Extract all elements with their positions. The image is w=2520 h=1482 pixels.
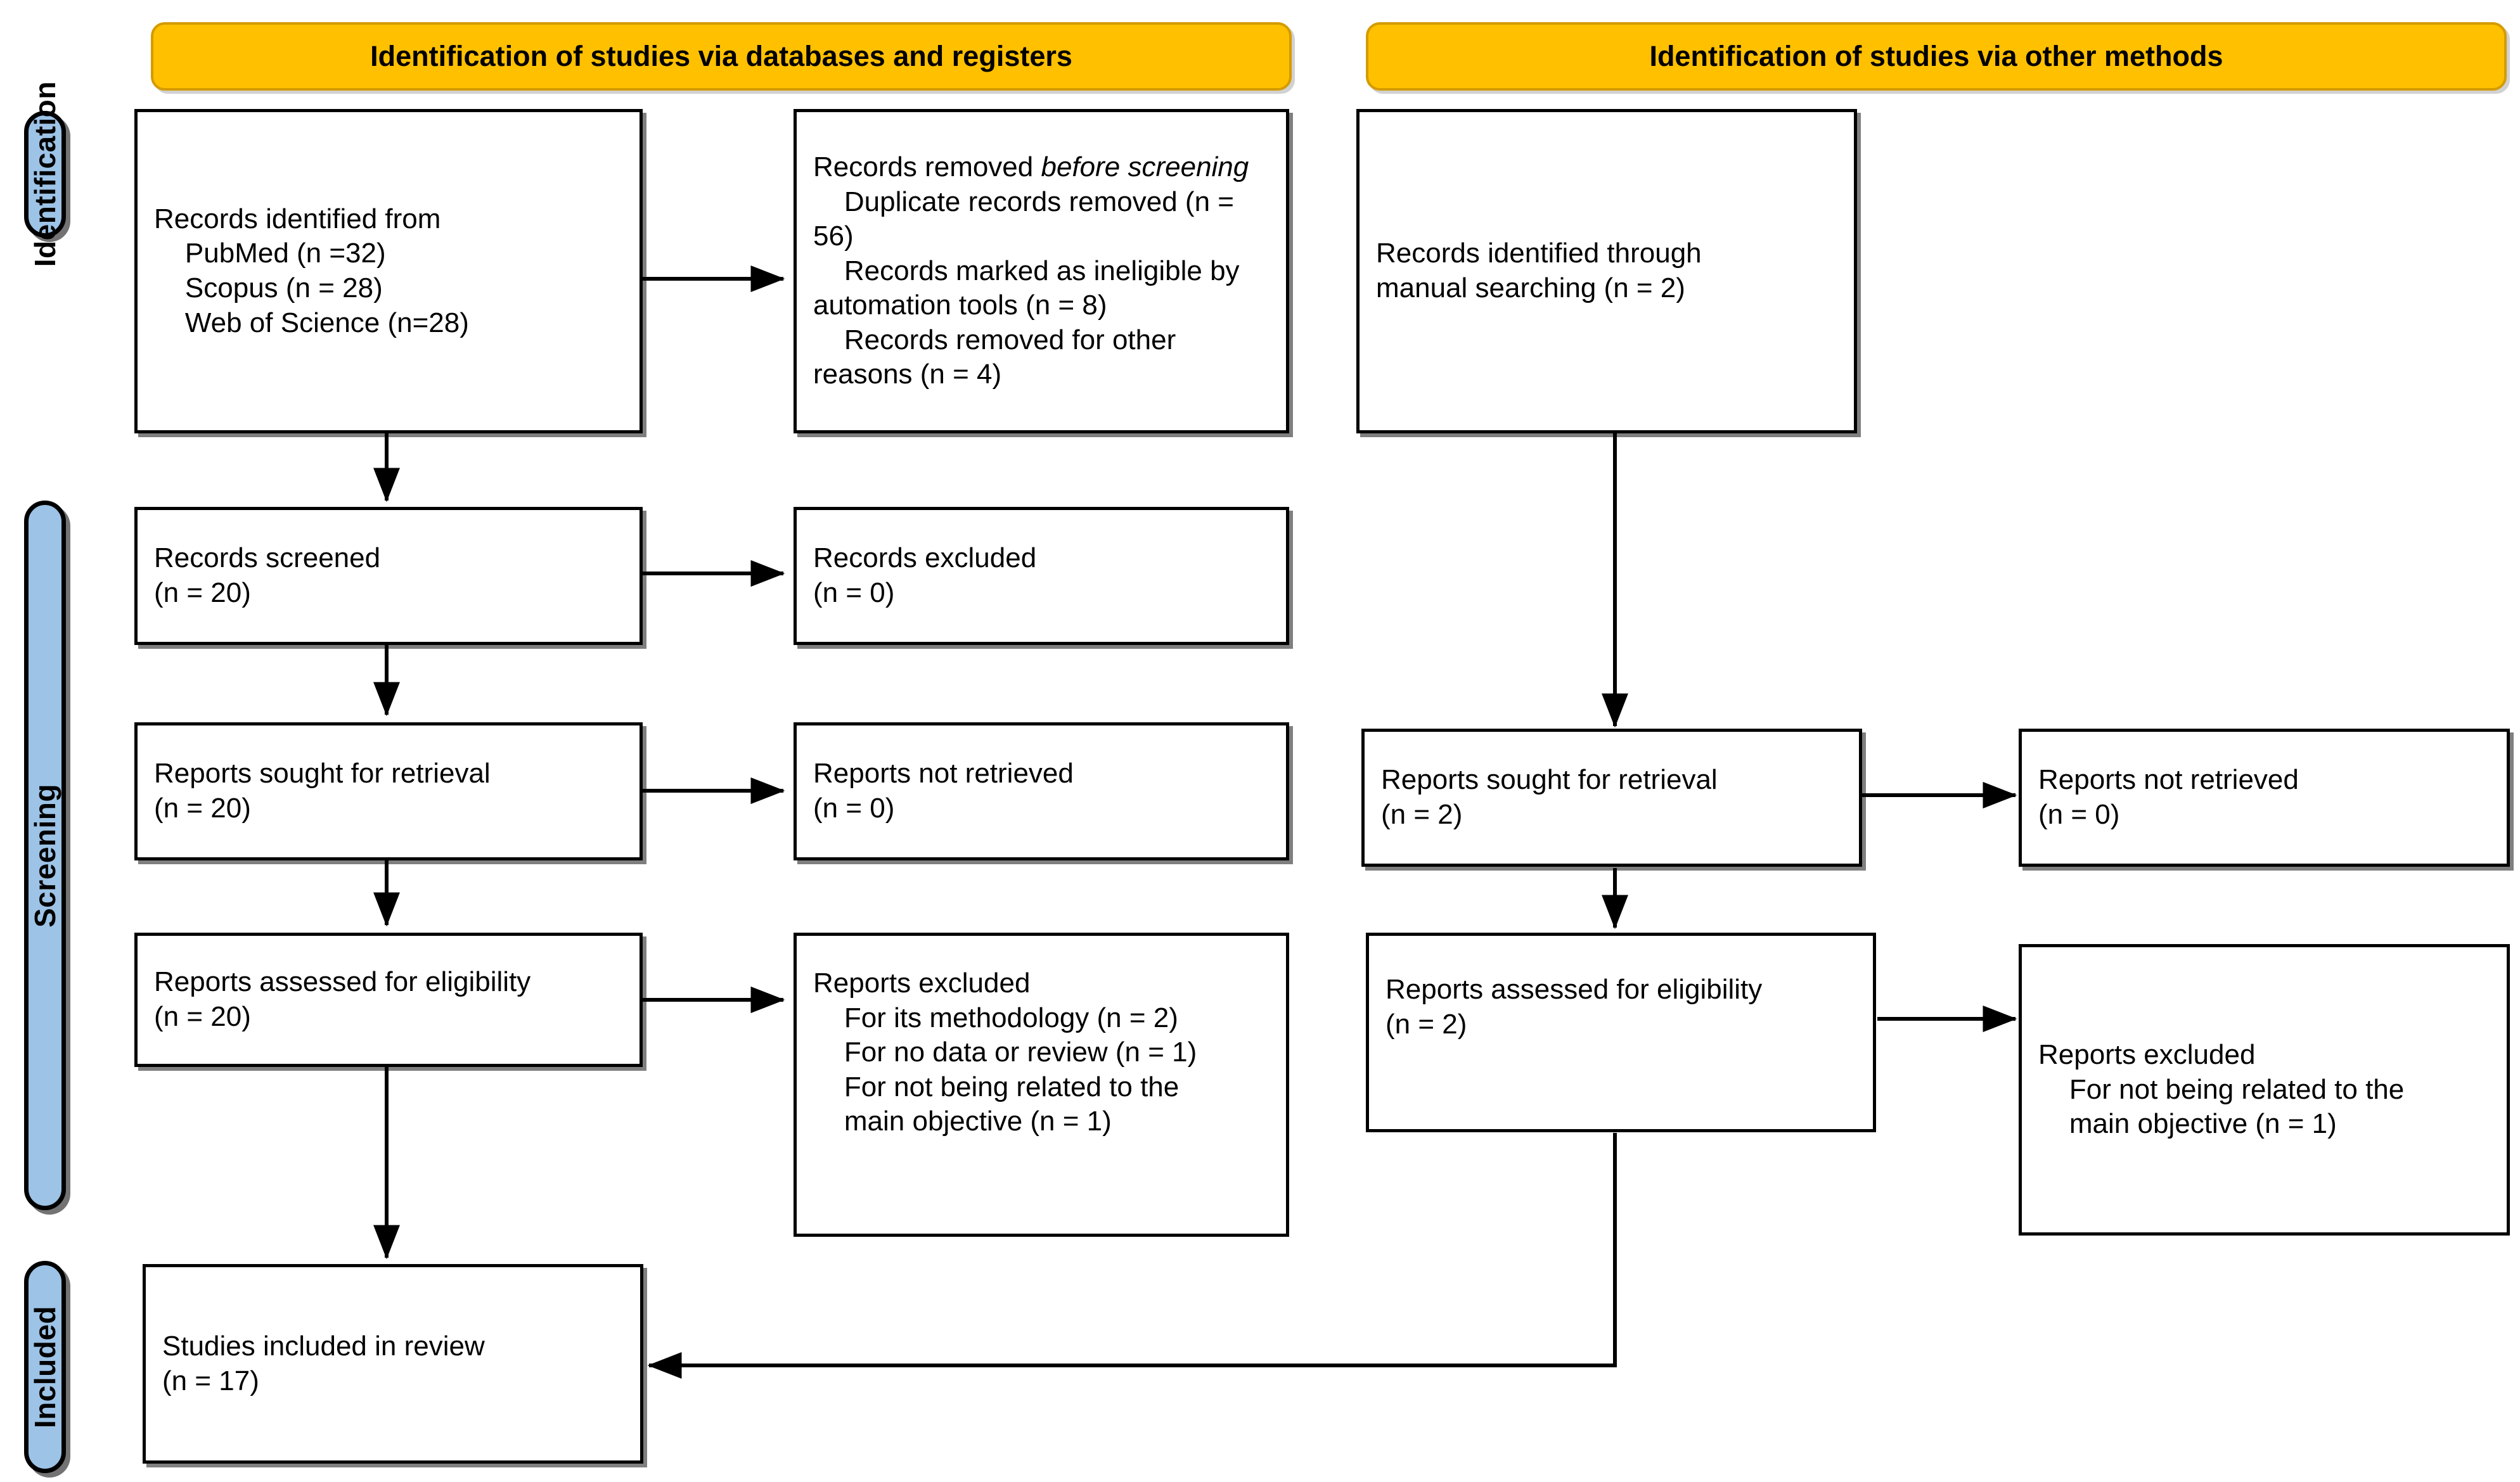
box-reports-excluded-left: Reports excluded For its methodology (n … xyxy=(794,933,1289,1237)
box-text-records-identified-manual-searching: Records identified through manual search… xyxy=(1376,238,1702,303)
phase-label-identification: Identification xyxy=(29,81,61,267)
box-records-screened: Records screened (n = 20) xyxy=(134,507,643,645)
records-removed-rest: Duplicate records removed (n = 56) Recor… xyxy=(813,186,1240,390)
box-text-studies-included-in-review: Studies included in review (n = 17) xyxy=(162,1330,485,1396)
box-records-identified-from: Records identified from PubMed (n =32) S… xyxy=(134,109,643,433)
banner-label-other-methods: Identification of studies via other meth… xyxy=(1649,40,2223,72)
box-text-reports-excluded-left: Reports excluded For its methodology (n … xyxy=(813,968,1197,1137)
box-reports-not-retrieved-right: Reports not retrieved (n = 0) xyxy=(2019,729,2510,867)
box-reports-sought-for-retrieval-left: Reports sought for retrieval (n = 20) xyxy=(134,722,643,860)
phase-pill-identification: Identification xyxy=(24,81,66,267)
box-text-records-removed-before-screening: Records removed before screening Duplica… xyxy=(797,150,1286,392)
phase-pill-included: Included xyxy=(24,1261,66,1473)
box-text-reports-assessed-for-eligibility-left: Reports assessed for eligibility (n = 20… xyxy=(154,966,531,1032)
box-reports-assessed-for-eligibility-right: Reports assessed for eligibility (n = 2) xyxy=(1366,933,1876,1132)
box-records-excluded: Records excluded (n = 0) xyxy=(794,507,1289,645)
records-removed-italic: before screening xyxy=(1041,151,1249,183)
box-reports-not-retrieved-left: Reports not retrieved (n = 0) xyxy=(794,722,1289,860)
box-reports-excluded-right: Reports excluded For not being related t… xyxy=(2019,944,2510,1236)
box-text-records-identified-from: Records identified from PubMed (n =32) S… xyxy=(154,203,469,338)
records-removed-prefix: Records removed xyxy=(813,151,1041,183)
phase-label-screening: Screening xyxy=(29,783,61,928)
banner-other-methods: Identification of studies via other meth… xyxy=(1366,22,2507,91)
box-reports-assessed-for-eligibility-left: Reports assessed for eligibility (n = 20… xyxy=(134,933,643,1067)
box-text-records-screened: Records screened (n = 20) xyxy=(154,542,381,608)
box-text-reports-excluded-right: Reports excluded For not being related t… xyxy=(2038,1039,2405,1140)
box-records-identified-manual-searching: Records identified through manual search… xyxy=(1356,109,1857,433)
box-text-records-excluded: Records excluded (n = 0) xyxy=(813,542,1037,608)
box-text-reports-sought-for-retrieval-left: Reports sought for retrieval (n = 20) xyxy=(154,758,491,824)
box-text-reports-sought-for-retrieval-right: Reports sought for retrieval (n = 2) xyxy=(1381,764,1718,830)
banner-databases-and-registers: Identification of studies via databases … xyxy=(151,22,1292,91)
box-text-reports-not-retrieved-left: Reports not retrieved (n = 0) xyxy=(813,758,1074,824)
box-text-reports-not-retrieved-right: Reports not retrieved (n = 0) xyxy=(2038,764,2299,830)
box-reports-sought-for-retrieval-right: Reports sought for retrieval (n = 2) xyxy=(1361,729,1862,867)
phase-label-included: Included xyxy=(29,1305,61,1429)
phase-pill-screening: Screening xyxy=(24,501,66,1210)
banner-label-databases-and-registers: Identification of studies via databases … xyxy=(370,40,1072,72)
box-text-reports-assessed-for-eligibility-right: Reports assessed for eligibility (n = 2) xyxy=(1385,973,1763,1040)
box-records-removed-before-screening: Records removed before screening Duplica… xyxy=(794,109,1289,433)
box-studies-included-in-review: Studies included in review (n = 17) xyxy=(143,1264,643,1464)
